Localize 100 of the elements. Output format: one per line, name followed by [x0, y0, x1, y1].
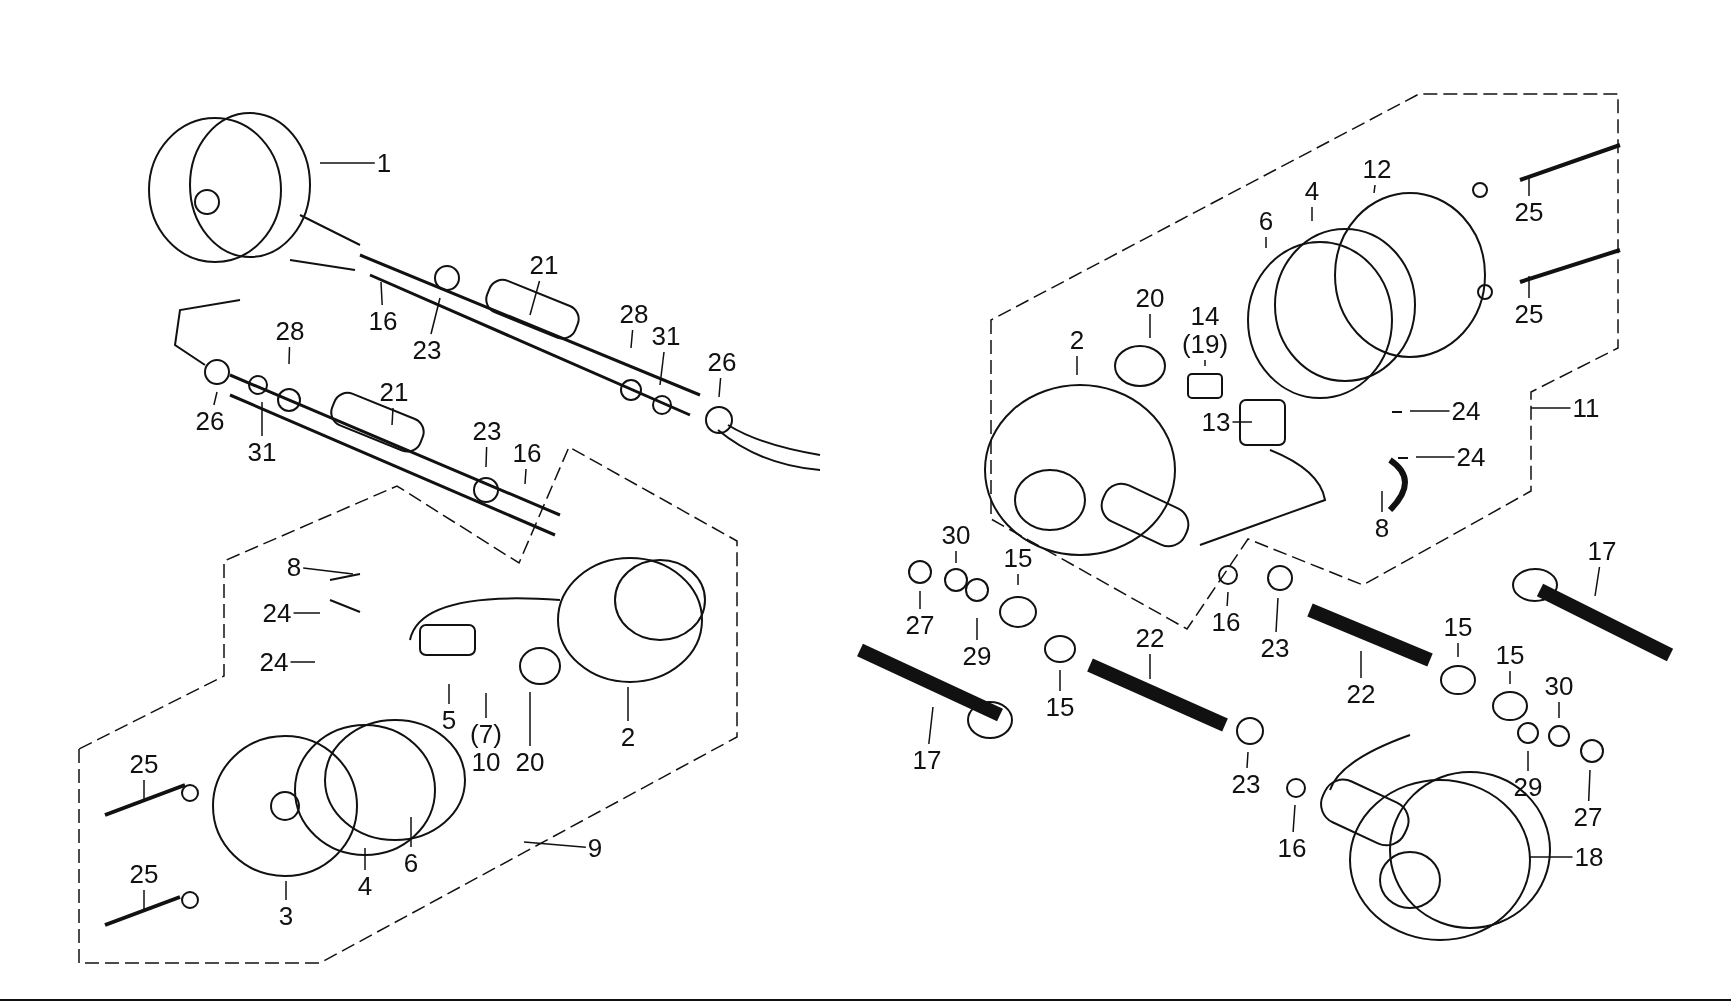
leader-line: [1527, 750, 1529, 772]
leader-line: [1017, 573, 1019, 586]
callout-number: 18: [1574, 843, 1604, 871]
callout-number: 25: [129, 750, 159, 778]
leader-line: [1265, 236, 1267, 249]
leader-line: [292, 612, 321, 614]
leader-line: [524, 468, 527, 485]
callout-number: 16: [1277, 834, 1307, 862]
callout-number: 31: [247, 438, 277, 466]
callout-number: 15: [1495, 641, 1525, 669]
callout-number: 1: [376, 149, 392, 177]
leader-line: [1528, 176, 1530, 197]
callout-number: 14: [1189, 302, 1221, 330]
callout-number: 30: [941, 521, 971, 549]
callout-number: 27: [905, 611, 935, 639]
leader-line: [319, 162, 376, 164]
leader-line: [143, 779, 145, 801]
leader-line: [627, 686, 629, 722]
callout-number: 10: [470, 748, 502, 776]
callout-number: 13: [1201, 408, 1231, 436]
callout-number: 24: [259, 648, 289, 676]
callout-number: 2: [1069, 326, 1085, 354]
callout-number: 15: [1045, 693, 1075, 721]
callout-number: 8: [1374, 514, 1390, 542]
leader-line: [1594, 566, 1601, 597]
leader-line: [288, 346, 291, 365]
leader-line: [919, 590, 921, 610]
callout-number: 21: [529, 251, 559, 279]
leader-line: [1059, 669, 1061, 692]
leader-line: [1149, 653, 1151, 680]
leader-line: [430, 297, 441, 335]
callout-number: 16: [1211, 608, 1241, 636]
leader-line: [1415, 456, 1456, 458]
leader-line: [955, 550, 957, 564]
leader-line: [485, 692, 487, 719]
callout-number: (7): [469, 720, 503, 748]
leader-line: [630, 329, 634, 349]
callout-number: 17: [1587, 537, 1617, 565]
leader-line: [1381, 490, 1383, 513]
leader-line: [380, 281, 383, 306]
callout-number: 4: [1304, 177, 1320, 205]
leader-line: [448, 683, 450, 705]
callout-number: 31: [651, 322, 681, 350]
leader-line: [1275, 597, 1279, 633]
callout-number: 23: [412, 336, 442, 364]
callout-number: 16: [512, 439, 542, 467]
callout-number: 2: [620, 723, 636, 751]
leader-line: [718, 377, 722, 398]
leader-line: [289, 661, 316, 663]
callout-number: 22: [1346, 680, 1376, 708]
callout-number: 30: [1544, 672, 1574, 700]
callout-number: 3: [278, 902, 294, 930]
leader-line: [659, 351, 665, 386]
leader-line: [529, 280, 541, 316]
callout-number: 16: [368, 307, 398, 335]
callout-number: 26: [195, 407, 225, 435]
callout-number: 28: [619, 300, 649, 328]
leader-line: [1311, 206, 1313, 222]
callout-number: 24: [1456, 443, 1486, 471]
leader-line: [410, 816, 412, 848]
leader-line: [928, 706, 934, 745]
leader-line: [1076, 355, 1078, 376]
callout-number: 15: [1443, 613, 1473, 641]
leader-line: [285, 880, 287, 901]
leader-line: [529, 691, 531, 747]
leader-line: [1231, 421, 1253, 423]
callout-number: 24: [262, 599, 292, 627]
callout-number: 8: [286, 553, 302, 581]
leader-line: [143, 889, 145, 912]
leader-line: [1528, 275, 1530, 299]
callout-number: 6: [1258, 207, 1274, 235]
callout-number: 24: [1451, 397, 1481, 425]
callout-number: 25: [1514, 300, 1544, 328]
callout-number: 23: [1231, 770, 1261, 798]
callout-number: 26: [707, 348, 737, 376]
callout-number: 25: [1514, 198, 1544, 226]
callout-number: 27: [1573, 803, 1603, 831]
callout-number: (19): [1180, 330, 1230, 358]
callout-number: 23: [472, 417, 502, 445]
leader-line: [391, 407, 394, 426]
leader-line: [523, 841, 587, 848]
leader-line: [364, 847, 366, 871]
callout-number: 20: [515, 748, 545, 776]
leader-line: [1457, 642, 1459, 658]
leader-line: [1226, 591, 1229, 607]
callout-number: 11: [1572, 394, 1600, 422]
callout-number: 4: [357, 872, 373, 900]
callout-number: 5: [441, 706, 457, 734]
leader-line: [1409, 410, 1451, 412]
leader-line: [302, 567, 354, 575]
callout-number: 21: [379, 378, 409, 406]
callout-number: 12: [1362, 155, 1392, 183]
leader-line: [1204, 359, 1206, 367]
leader-line: [261, 401, 263, 437]
callout-number: 20: [1135, 284, 1165, 312]
leader-line: [485, 446, 488, 468]
callout-number: 25: [129, 860, 159, 888]
callout-number: 28: [275, 317, 305, 345]
callout-number: 6: [403, 849, 419, 877]
callout-number: 15: [1003, 544, 1033, 572]
